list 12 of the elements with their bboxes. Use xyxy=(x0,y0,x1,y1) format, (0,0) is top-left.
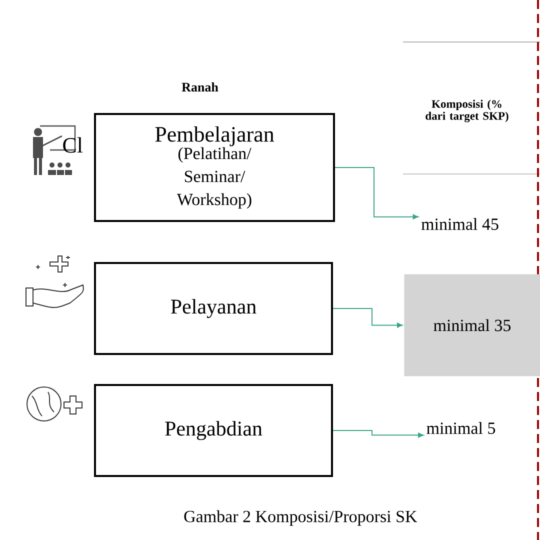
value-text: minimal 5 xyxy=(426,422,496,434)
heading: Ranah xyxy=(182,82,218,92)
arrow xyxy=(334,167,419,220)
arrow xyxy=(332,308,403,328)
value-box: minimal 35 xyxy=(404,274,540,376)
domain-box: Pembelajaran (Pelatihan/ Seminar/ Workshop) xyxy=(94,113,335,222)
domain-box: Pengabdian xyxy=(94,384,333,477)
value-text: minimal 45 xyxy=(421,218,498,230)
domain-box: Pelayanan xyxy=(94,262,333,355)
heading: Komposisi (% dari target SKP) xyxy=(426,100,508,122)
arrow xyxy=(332,430,424,438)
caption: Gambar 2 Komposisi/Proporsi SK xyxy=(184,510,418,526)
